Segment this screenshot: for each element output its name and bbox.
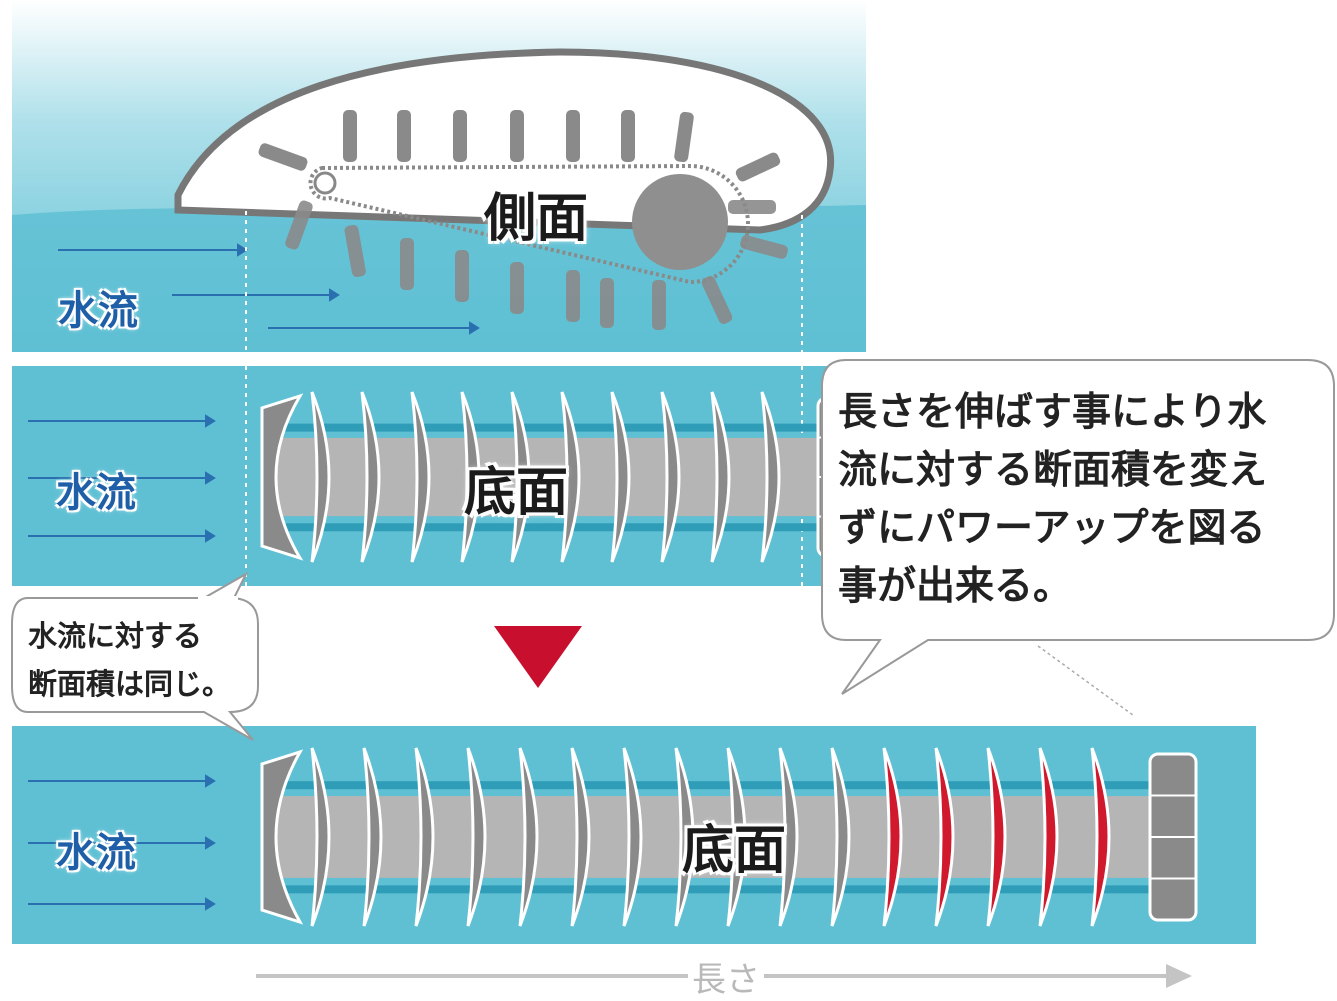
track-belt	[308, 163, 750, 285]
fin-red	[934, 747, 955, 927]
fin-gray	[460, 391, 481, 563]
fin-gray	[518, 747, 539, 927]
fin-gray	[310, 747, 331, 927]
length-label: 長さ	[688, 952, 764, 1001]
track-edge	[272, 523, 832, 532]
bubble-right-line-1: 長さを伸ばす事により水	[838, 390, 1267, 435]
fin-gray	[610, 391, 631, 563]
fin-red	[882, 747, 903, 927]
side-view-panel	[12, 0, 866, 360]
side-face-label: 側面	[484, 189, 589, 249]
bubble-left-shape	[11, 571, 259, 741]
fin-gray	[830, 747, 851, 927]
bubble-left-text: 水流に対する 断面積は同じ。	[28, 612, 231, 708]
fin-red	[1038, 747, 1059, 927]
bubble-right-shape	[821, 359, 1335, 716]
bottom-view-before-panel	[12, 366, 866, 586]
fin-gray	[362, 747, 383, 927]
bubble-right-line-3: ずにパワーアップを図る	[838, 506, 1266, 551]
bottom-before-face-label: 底面	[464, 463, 569, 523]
side-flow-label: 水流	[58, 288, 138, 334]
fin-gray	[760, 391, 781, 563]
bubble-right-text: 長さを伸ばす事により水 流に対する断面積を変え ずにパワーアップを図る 事が出来…	[838, 384, 1267, 616]
track-after	[260, 747, 1198, 927]
fin-gray	[674, 747, 695, 927]
fin-gray	[778, 747, 799, 927]
track-end-left	[260, 749, 304, 925]
fin-gray	[414, 747, 435, 927]
track-edge	[272, 781, 1164, 790]
fin-red	[986, 747, 1007, 927]
fin-gray	[726, 747, 747, 927]
flow-arrows-side	[58, 243, 480, 335]
fin-red	[1090, 747, 1111, 927]
bottom-after-flow-label: 水流	[56, 830, 136, 876]
fin-gray	[710, 391, 731, 563]
flow-arrows-after	[28, 774, 216, 911]
fin-gray	[466, 747, 487, 927]
fin-gray	[360, 391, 381, 563]
bubble-left-line-2: 断面積は同じ。	[28, 667, 232, 701]
fin-gray	[410, 391, 431, 563]
fin-gray	[570, 747, 591, 927]
bottom-before-flow-label: 水流	[56, 470, 136, 516]
fin-gray	[622, 747, 643, 927]
track-edge	[272, 423, 832, 432]
upper-fins	[258, 110, 781, 182]
sprocket-wheel	[632, 174, 728, 270]
bottom-after-face-label: 底面	[682, 821, 787, 881]
track-end-left	[260, 393, 304, 561]
bottom-view-after-panel	[12, 726, 1256, 944]
fin-gray	[560, 391, 581, 563]
bubble-left-line-1: 水流に対する	[28, 619, 203, 653]
fin-gray	[310, 391, 331, 563]
track-edge	[272, 885, 1164, 894]
down-arrow	[494, 626, 582, 688]
fin-gray	[660, 391, 681, 563]
track-before	[260, 391, 866, 563]
bubble-right-line-4: 事が出来る。	[838, 564, 1073, 609]
flow-arrows-before	[28, 414, 216, 543]
fin-gray	[510, 391, 531, 563]
bubble-right-line-2: 流に対する断面積を変え	[838, 448, 1268, 493]
lower-fins	[285, 200, 788, 330]
idler-wheel	[313, 171, 337, 195]
